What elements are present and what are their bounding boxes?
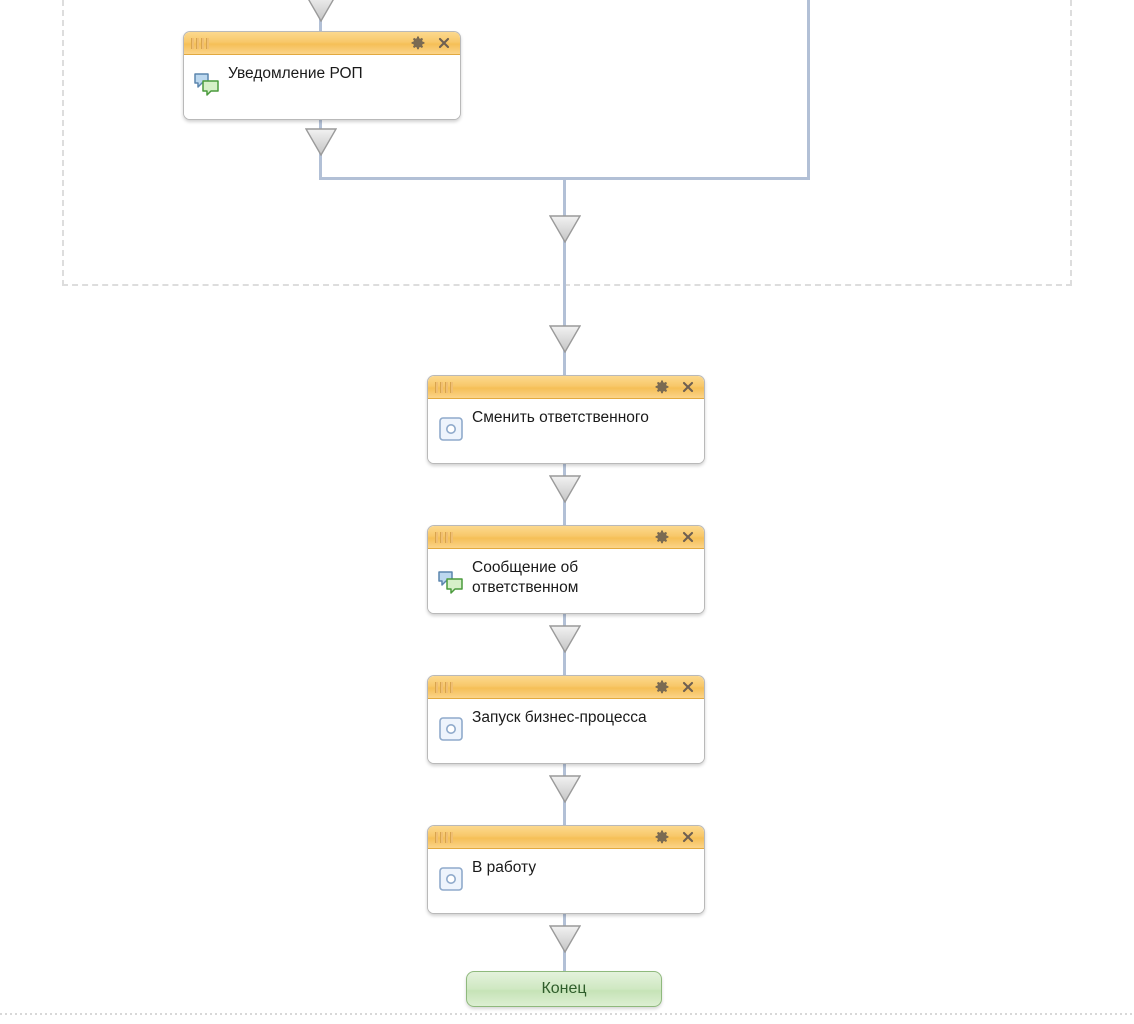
close-icon[interactable] [681, 530, 695, 544]
drag-handle-icon[interactable] [191, 37, 209, 49]
node-label: Уведомление РОП [228, 65, 363, 82]
close-icon[interactable] [681, 830, 695, 844]
connector-line [807, 0, 810, 180]
node-start-business-process[interactable]: Запуск бизнес-процесса [427, 675, 705, 764]
node-body: Запуск бизнес-процесса [428, 699, 704, 763]
node-notify-rop[interactable]: Уведомление РОП [183, 31, 461, 120]
end-node-label: Конец [541, 980, 587, 997]
message-icon [192, 70, 222, 100]
canvas-grid-rule [0, 1013, 1134, 1015]
gear-icon[interactable] [655, 830, 669, 844]
drag-handle-icon[interactable] [435, 681, 453, 693]
node-body: Сообщение об ответственном [428, 549, 704, 613]
dashed-group-region [62, 0, 1072, 286]
node-to-work[interactable]: В работу [427, 825, 705, 914]
node-label: В работу [472, 859, 537, 876]
gear-icon[interactable] [655, 380, 669, 394]
arrow-head-icon [549, 475, 581, 503]
node-message-responsible[interactable]: Сообщение об ответственном [427, 525, 705, 614]
node-body: Сменить ответственного [428, 399, 704, 463]
arrow-head-icon [549, 215, 581, 243]
node-header[interactable] [428, 676, 704, 699]
gear-icon[interactable] [411, 36, 425, 50]
node-label: Сменить ответственного [472, 409, 649, 426]
close-icon[interactable] [681, 380, 695, 394]
close-icon[interactable] [681, 680, 695, 694]
arrow-head-icon [305, 128, 337, 156]
arrow-head-icon [305, 0, 337, 22]
node-label: Сообщение об ответственном [472, 559, 579, 596]
node-change-responsible[interactable]: Сменить ответственного [427, 375, 705, 464]
action-icon [436, 864, 466, 894]
node-body: Уведомление РОП [184, 55, 460, 119]
drag-handle-icon[interactable] [435, 831, 453, 843]
drag-handle-icon[interactable] [435, 531, 453, 543]
connector-line [563, 177, 566, 376]
gear-icon[interactable] [655, 680, 669, 694]
node-header[interactable] [184, 32, 460, 55]
arrow-head-icon [549, 925, 581, 953]
end-node[interactable]: Конец [466, 971, 662, 1007]
arrow-head-icon [549, 775, 581, 803]
node-header[interactable] [428, 526, 704, 549]
action-icon [436, 714, 466, 744]
arrow-head-icon [549, 325, 581, 353]
node-label: Запуск бизнес-процесса [472, 709, 647, 726]
drag-handle-icon[interactable] [435, 381, 453, 393]
message-icon [436, 568, 466, 598]
node-header[interactable] [428, 826, 704, 849]
node-header[interactable] [428, 376, 704, 399]
node-body: В работу [428, 849, 704, 913]
close-icon[interactable] [437, 36, 451, 50]
gear-icon[interactable] [655, 530, 669, 544]
action-icon [436, 414, 466, 444]
arrow-head-icon [549, 625, 581, 653]
